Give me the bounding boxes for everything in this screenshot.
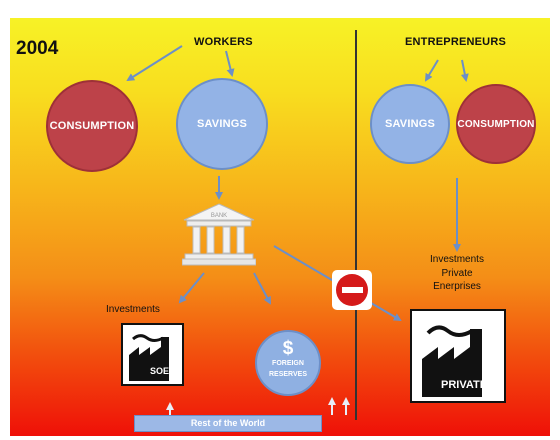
no-entry-bar: [341, 287, 363, 293]
workers-consumption-circle: CONSUMPTION: [46, 80, 138, 172]
soe-label: SOE: [150, 366, 170, 376]
entrepreneurs-consumption-circle: CONSUMPTION: [456, 84, 536, 164]
workers-savings-circle: SAVINGS: [176, 78, 268, 170]
arrow-entre-consumption: [460, 59, 469, 82]
workers-header: WORKERS: [194, 36, 253, 48]
arrow-bank-reserves: [253, 272, 271, 305]
year-label: 2004: [16, 38, 59, 59]
arrow-workers-consumption: [126, 45, 183, 82]
rest-of-world-bar: Rest of the World: [134, 415, 322, 432]
foreign-reserves-circle: $ FOREIGN RESERVES: [255, 330, 321, 396]
no-entry-circle: [336, 274, 368, 306]
bank-pediment-text: BANK: [211, 213, 227, 219]
private-investments-line-3: Enerprises: [433, 281, 481, 292]
dollar-icon: $: [282, 338, 294, 359]
factory-icon: [422, 325, 482, 397]
bank-icon: BANK: [182, 203, 256, 266]
arrow-bank-investments: [178, 272, 205, 304]
entrepreneurs-header: ENTREPRENEURS: [405, 36, 507, 48]
section-divider: [355, 30, 357, 420]
arrow-workers-savings: [225, 50, 235, 77]
private-investments-line-2: Private: [441, 267, 473, 279]
reserves-line-1: FOREIGN: [272, 360, 304, 367]
entrepreneurs-savings-circle: SAVINGS: [370, 84, 450, 164]
factory-icon: [129, 334, 169, 381]
investments-label: Investments: [106, 304, 160, 315]
arrow-entre-savings: [424, 59, 439, 82]
private-investments-line-1: Investments: [430, 254, 484, 265]
private-factory-box: PRIVATE: [410, 309, 506, 403]
no-entry-icon: [332, 270, 372, 310]
diagram-canvas: 2004 WORKERS ENTREPRENEURS: [10, 18, 550, 436]
private-investments-label: Investments Private Enerprises: [412, 253, 502, 294]
reserves-line-2: RESERVES: [269, 370, 307, 378]
private-label: PRIVATE: [441, 379, 488, 391]
soe-factory-box: SOE: [121, 323, 184, 386]
